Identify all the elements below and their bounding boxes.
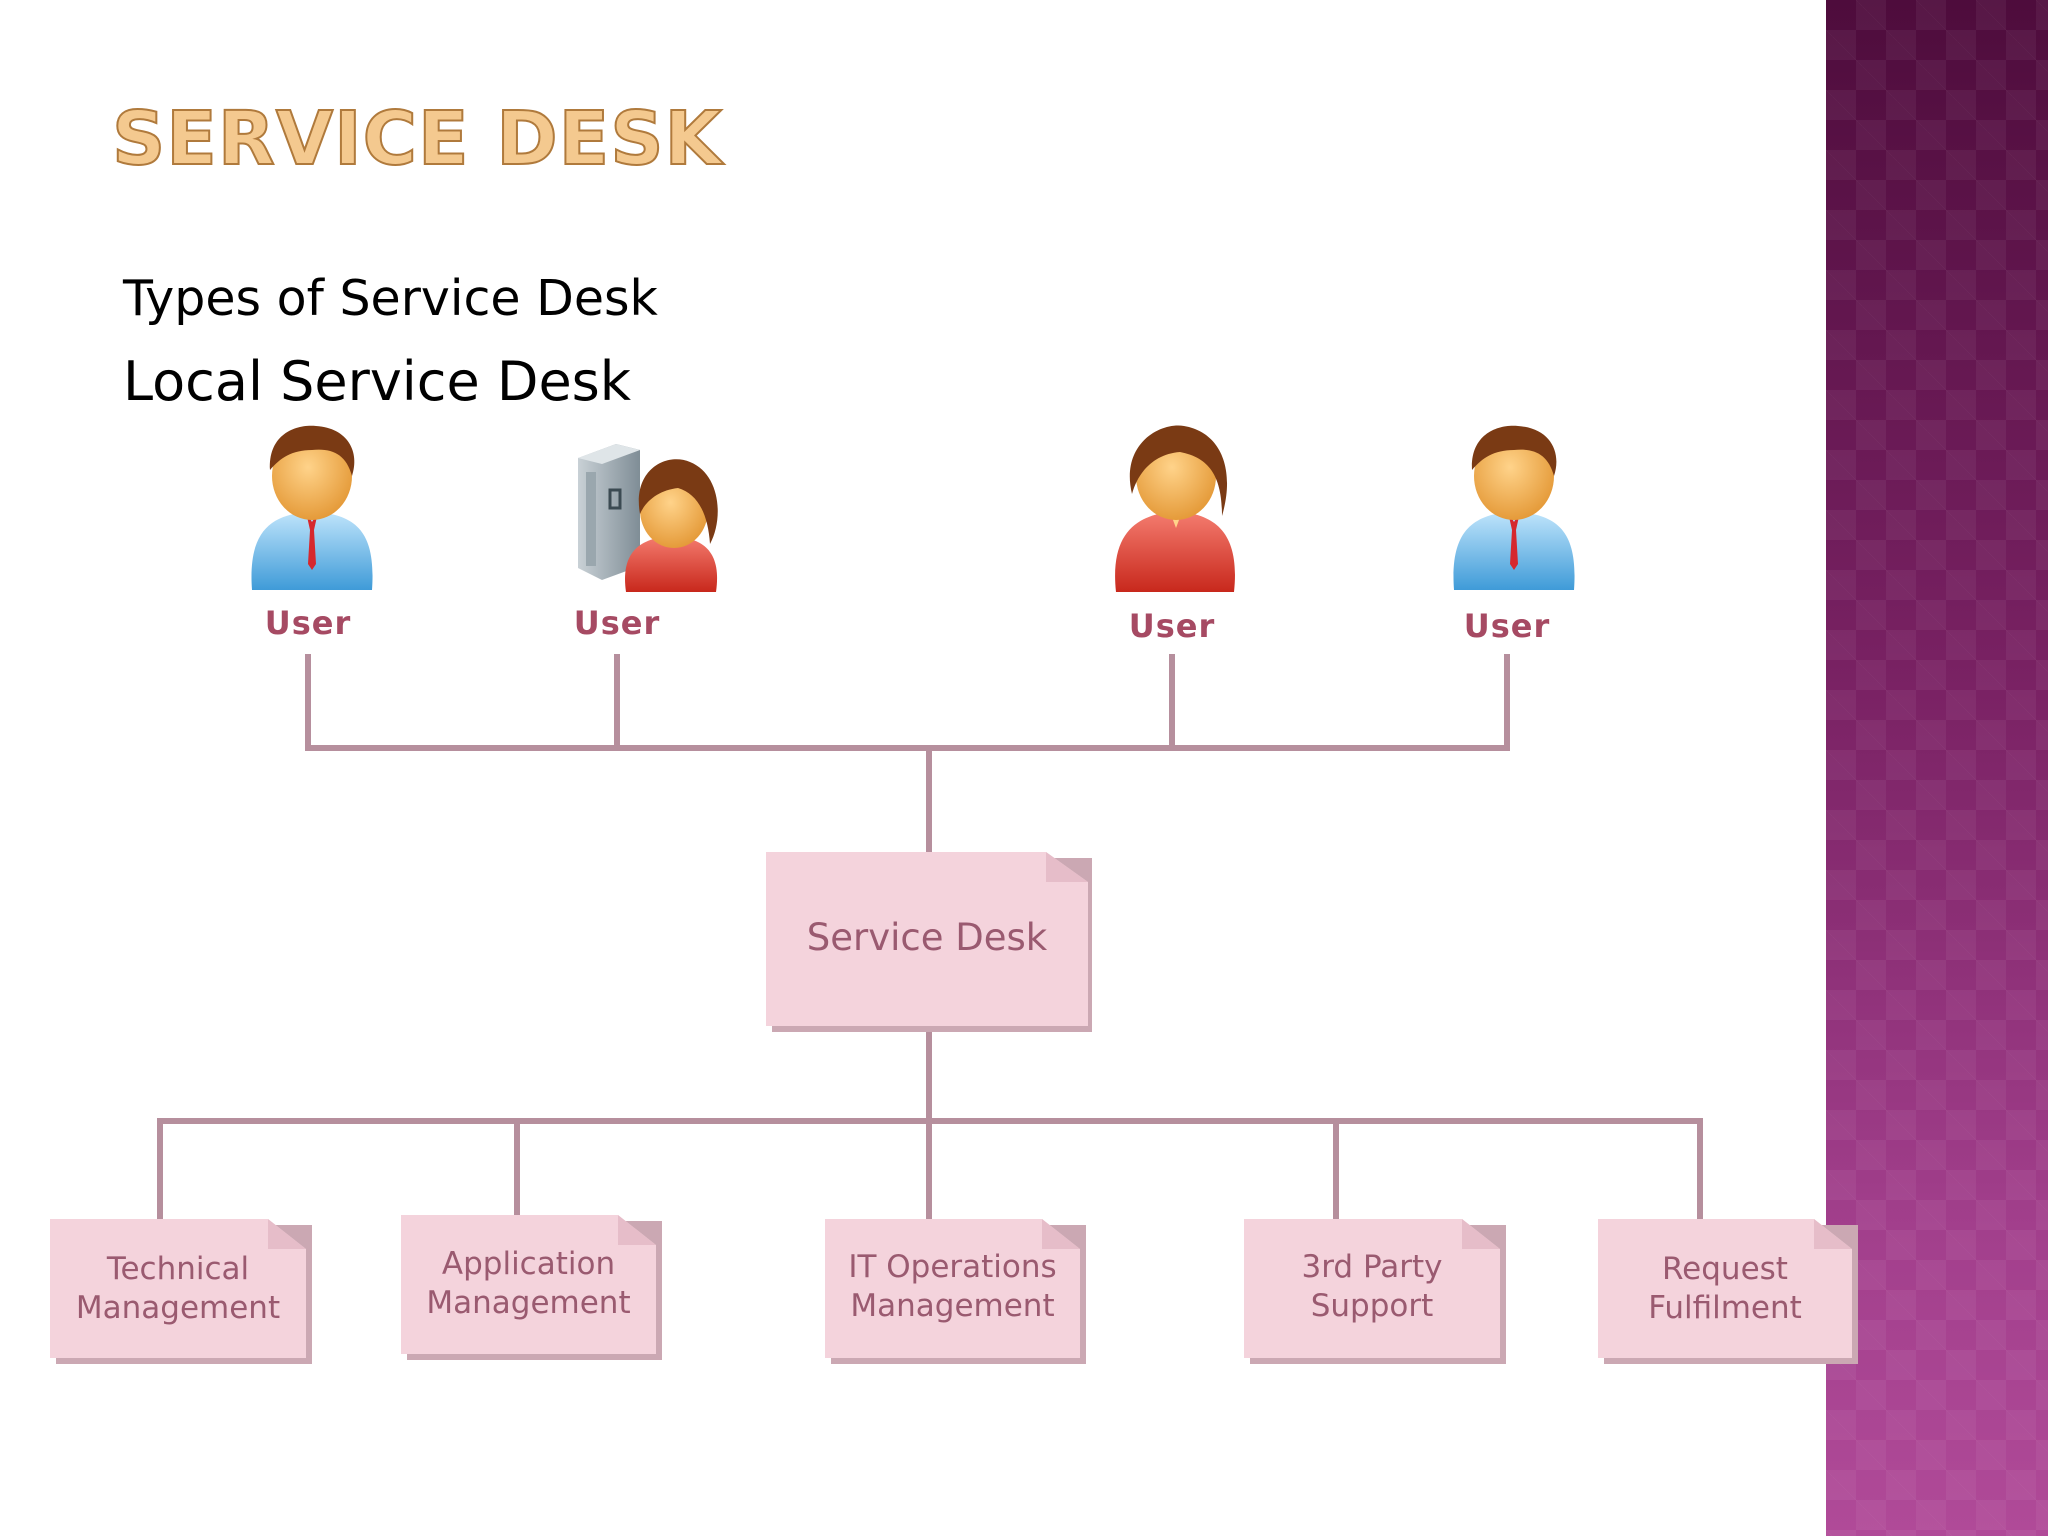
it-operations-management-box: [825, 1219, 1086, 1364]
group-label-line2: Management: [75, 1289, 281, 1326]
group-label-line1: Request: [1662, 1251, 1788, 1287]
application-management-box: [401, 1215, 662, 1360]
male-user-icon: [251, 425, 373, 590]
group-label: Request Fulfilment: [1598, 1250, 1852, 1328]
group-label-line1: Application: [441, 1246, 616, 1282]
service-desk-label: Service Desk: [806, 916, 1048, 959]
group-label-line1: IT Operations: [848, 1249, 1057, 1285]
user-label: User: [264, 604, 352, 642]
group-label: Technical Management: [50, 1250, 306, 1328]
group-label: 3rd Party Support: [1244, 1248, 1500, 1326]
group-label-line2: Support: [1310, 1287, 1434, 1324]
slide-subheading: Local Service Desk: [123, 350, 632, 413]
slide-subtitle: Types of Service Desk: [123, 270, 658, 327]
connector-lines: [157, 654, 1703, 1219]
request-fulfilment-box: [1598, 1219, 1858, 1364]
group-label-line2: Management: [426, 1284, 631, 1321]
user-label: User: [573, 604, 661, 642]
slide-title: SERVICE DESK: [111, 95, 723, 183]
group-label-line2: Fulfilment: [1648, 1289, 1802, 1326]
3rd-party-support-box: [1244, 1219, 1506, 1364]
user-label: User: [1128, 607, 1216, 645]
group-label: Application Management: [401, 1245, 656, 1323]
service-desk-box: [766, 852, 1092, 1032]
service-desk-diagram: [50, 425, 1858, 1364]
user-label: User: [1463, 607, 1551, 645]
female-user-icon: [1115, 425, 1235, 592]
group-label: IT Operations Management: [825, 1248, 1080, 1326]
technical-management-box: [50, 1219, 312, 1364]
side-decoration-panel: [1826, 0, 2048, 1536]
female-user-with-server-icon: [578, 444, 718, 592]
group-label-line1: Technical: [106, 1251, 250, 1287]
group-label-line1: 3rd Party: [1301, 1249, 1443, 1285]
male-user-icon: [1453, 425, 1575, 590]
group-label-line2: Management: [850, 1287, 1055, 1324]
